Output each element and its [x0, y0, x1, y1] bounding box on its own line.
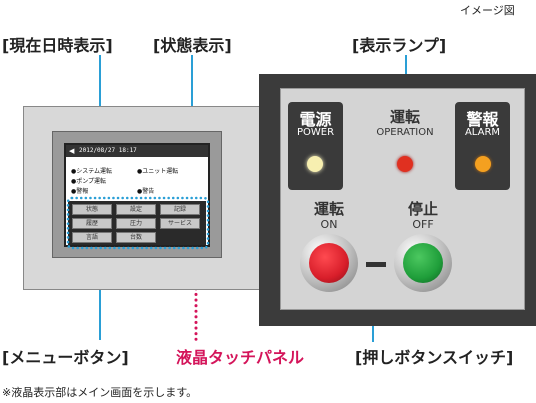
- power-lamp: [307, 156, 323, 172]
- status-item: ●ユニット運転: [137, 168, 179, 175]
- operation-lamp: [397, 156, 413, 172]
- datetime-label: [現在日時表示]: [2, 36, 113, 55]
- on-button-title: 運転: [313, 200, 344, 218]
- lcd-screen: ◀ 2012/08/27 18:17 ●システム運転 ●ユニット運転 ●ポンプ運…: [64, 143, 210, 247]
- screen-header: ◀ 2012/08/27 18:17: [66, 145, 208, 157]
- back-arrow-icon[interactable]: ◀: [69, 147, 75, 155]
- off-button-title: 停止: [407, 200, 438, 218]
- alarm-lamp: [475, 156, 491, 172]
- alarm-lamp-box: 警報 ALARM: [455, 102, 510, 190]
- on-button-sub: ON: [320, 218, 338, 231]
- screen-datetime: 2012/08/27 18:17: [79, 147, 137, 154]
- lamp-label: [表示ランプ]: [352, 36, 447, 55]
- menu-button[interactable]: 言語: [72, 232, 112, 243]
- status-item: ●警告: [137, 188, 155, 195]
- alarm-lamp-sub: ALARM: [464, 127, 501, 138]
- operation-lamp-title: 運転: [389, 108, 420, 126]
- alarm-lamp-title: 警報: [466, 110, 499, 129]
- push-button-label: [押しボタンスイッチ]: [355, 348, 514, 367]
- image-note: イメージ図: [460, 4, 515, 17]
- off-push-button[interactable]: [394, 234, 452, 292]
- operation-lamp-sub: OPERATION: [376, 127, 434, 138]
- off-button-sub: OFF: [412, 218, 434, 231]
- menu-button-outline: [66, 196, 210, 250]
- menu-button[interactable]: 圧力: [116, 218, 156, 229]
- footnote: ※液晶表示部はメイン画面を示します。: [2, 386, 198, 399]
- power-lamp-box: 電源 POWER: [288, 102, 343, 190]
- on-push-button[interactable]: [300, 234, 358, 292]
- touch-panel-label: 液晶タッチパネル: [176, 348, 305, 367]
- menu-button[interactable]: サービス: [160, 218, 200, 229]
- status-label: [状態表示]: [153, 36, 232, 55]
- menu-button[interactable]: 状態: [72, 204, 112, 215]
- status-item: ●システム運転: [71, 168, 113, 175]
- menu-button[interactable]: 台数: [116, 232, 156, 243]
- menu-label: [メニューボタン]: [2, 348, 129, 367]
- menu-button[interactable]: 記録: [160, 204, 200, 215]
- off-button-cap[interactable]: [403, 243, 443, 283]
- power-lamp-sub: POWER: [296, 127, 335, 138]
- button-divider: [366, 262, 386, 267]
- status-item: ●ポンプ運転: [71, 178, 107, 185]
- on-button-cap[interactable]: [309, 243, 349, 283]
- menu-button[interactable]: 履歴: [72, 218, 112, 229]
- power-lamp-title: 電源: [299, 110, 332, 129]
- menu-button[interactable]: 設定: [116, 204, 156, 215]
- status-item: ●警報: [71, 188, 89, 195]
- menu-button-area: 状態 設定 記録 履歴 圧力 サービス 言語 台数: [68, 201, 206, 245]
